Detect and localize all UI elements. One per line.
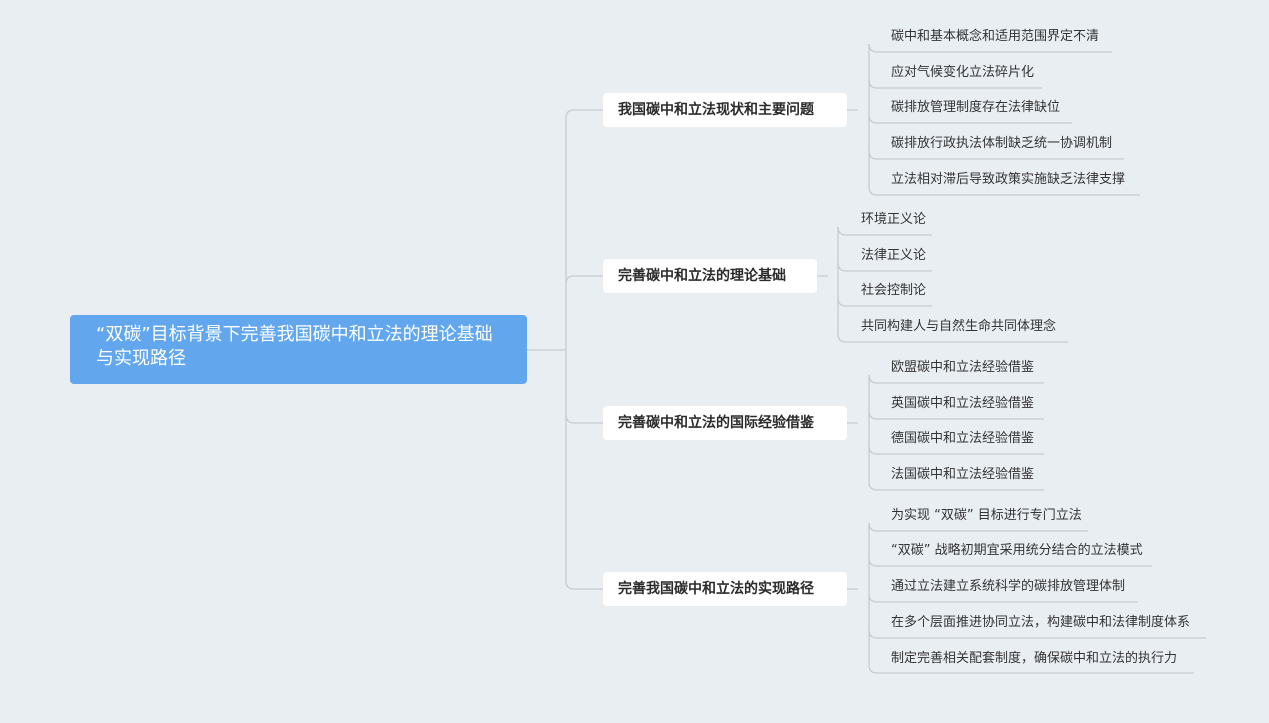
branch-topic-label: 我国碳中和立法现状和主要问题 bbox=[618, 102, 814, 118]
leaf-underline bbox=[837, 262, 932, 272]
subtopic[interactable]: 通过立法建立系统科学的碳排放管理体制 bbox=[891, 579, 1126, 594]
subtopic[interactable]: 碳排放行政执法体制缺乏统一协调机制 bbox=[891, 136, 1113, 151]
branch-topic-label: 完善碳中和立法的国际经验借鉴 bbox=[618, 415, 814, 431]
branch-connector bbox=[565, 414, 603, 424]
leaf-underline bbox=[868, 186, 1140, 196]
subtopic[interactable]: 应对气候变化立法碎片化 bbox=[891, 65, 1035, 80]
leaf-underline bbox=[837, 226, 932, 236]
branch-topic[interactable]: 我国碳中和立法现状和主要问题 bbox=[603, 93, 847, 127]
branch-topic[interactable]: 完善我国碳中和立法的实现路径 bbox=[603, 572, 847, 606]
branch-connector bbox=[565, 109, 603, 119]
leaf-underline bbox=[868, 410, 1044, 420]
leaf-underline bbox=[868, 629, 1206, 639]
leaf-underline bbox=[868, 374, 1044, 384]
subtopic[interactable]: 环境正义论 bbox=[861, 212, 927, 227]
root-topic-title: “双碳”目标背景下完善我国碳中和立法的理论基础与实现路径 bbox=[96, 324, 493, 369]
subtopic[interactable]: 法律正义论 bbox=[861, 248, 927, 263]
subtopic[interactable]: 法国碳中和立法经验借鉴 bbox=[891, 467, 1035, 482]
leaf-underline bbox=[868, 522, 1088, 532]
subtopic[interactable]: 制定完善相关配套制度，确保碳中和立法的执行力 bbox=[891, 651, 1178, 666]
leaf-underline bbox=[868, 445, 1044, 455]
branch-topic[interactable]: 完善碳中和立法的国际经验借鉴 bbox=[603, 406, 847, 440]
leaf-underline bbox=[868, 557, 1152, 567]
leaf-underline bbox=[868, 664, 1194, 674]
branch-connector bbox=[565, 580, 603, 590]
leaf-underline bbox=[837, 333, 1068, 343]
leaf-underline bbox=[868, 43, 1112, 53]
subtopic[interactable]: 德国碳中和立法经验借鉴 bbox=[891, 431, 1035, 446]
leaf-underline bbox=[868, 481, 1044, 491]
subtopic[interactable]: 社会控制论 bbox=[861, 283, 927, 298]
branch-topic[interactable]: 完善碳中和立法的理论基础 bbox=[603, 259, 817, 293]
branch-topic-label: 完善我国碳中和立法的实现路径 bbox=[618, 581, 814, 597]
subtopic[interactable]: 英国碳中和立法经验借鉴 bbox=[891, 396, 1035, 411]
subtopic[interactable]: “双碳” 战略初期宜采用统分结合的立法模式 bbox=[891, 543, 1143, 558]
leaf-underline bbox=[837, 297, 932, 307]
subtopic[interactable]: 碳中和基本概念和适用范围界定不清 bbox=[891, 29, 1100, 44]
root-topic[interactable]: “双碳”目标背景下完善我国碳中和立法的理论基础与实现路径 bbox=[70, 315, 527, 384]
subtopic[interactable]: 共同构建人与自然生命共同体理念 bbox=[861, 319, 1057, 334]
leaf-underline bbox=[868, 593, 1138, 603]
subtopic[interactable]: 在多个层面推进协同立法，构建碳中和法律制度体系 bbox=[891, 615, 1191, 630]
subtopic[interactable]: 碳排放管理制度存在法律缺位 bbox=[891, 100, 1061, 115]
leaf-underline bbox=[868, 150, 1124, 160]
branch-connector bbox=[565, 275, 603, 285]
leaf-underline bbox=[868, 114, 1072, 124]
subtopic[interactable]: 欧盟碳中和立法经验借鉴 bbox=[891, 360, 1035, 375]
subtopic[interactable]: 立法相对滞后导致政策实施缺乏法律支撑 bbox=[891, 172, 1126, 187]
branch-topic-label: 完善碳中和立法的理论基础 bbox=[618, 268, 786, 284]
leaf-underline bbox=[868, 79, 1042, 89]
subtopic[interactable]: 为实现 “双碳” 目标进行专门立法 bbox=[891, 508, 1082, 523]
